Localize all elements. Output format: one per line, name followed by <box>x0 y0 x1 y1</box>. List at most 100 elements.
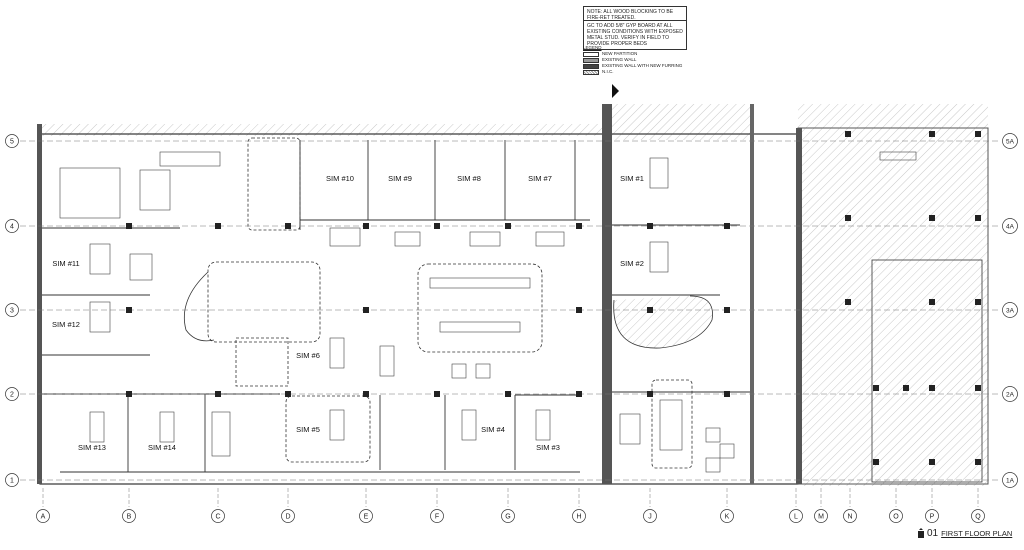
grid-bubble-col <box>720 509 734 523</box>
furniture <box>59 151 917 457</box>
grid-label-row: 2 <box>10 392 14 399</box>
grid-bubble-col <box>843 509 857 523</box>
structural-column <box>215 223 221 229</box>
room-label: SIM #10 <box>326 174 354 183</box>
grid-bubble-col <box>789 509 803 523</box>
grid-bubble-row-right <box>1002 302 1018 318</box>
grid-bubble-col <box>572 509 586 523</box>
legend-item: EXISTING WALL <box>583 57 682 63</box>
grid-label-row: 1 <box>10 478 14 485</box>
room-label: SIM #2 <box>620 259 644 268</box>
wall-seg-1 <box>750 104 754 484</box>
legend-item: NEW PARTITION <box>583 51 682 57</box>
room-label: SIM #14 <box>148 443 176 452</box>
room-label: SIM #8 <box>457 174 481 183</box>
room-label: SIM #11 <box>52 259 79 268</box>
legend: LEGEND NEW PARTITION EXISTING WALL EXIST… <box>583 45 682 75</box>
drawing-title: FIRST FLOOR PLAN <box>941 529 1013 538</box>
grid-label-col: A <box>41 514 46 521</box>
legend-item: EXISTING WALL WITH NEW FURRING <box>583 63 682 69</box>
core-wall <box>602 104 612 484</box>
room-label: SIM #13 <box>78 443 106 452</box>
dashed-enclosures <box>207 137 693 469</box>
structural-column <box>975 215 981 221</box>
grid-bubble-col <box>971 509 985 523</box>
grid-bubble-col <box>281 509 295 523</box>
wall-seg-2 <box>796 128 802 484</box>
note-fire-retardant: NOTE: ALL WOOD BLOCKING TO BE FIRE-RET T… <box>583 6 687 24</box>
room-label: SIM #5 <box>296 425 320 434</box>
note-2-text: GC TO ADD 5/8" GYP BOARD AT ALL EXISTING… <box>587 23 683 47</box>
grid-label-col: K <box>725 514 730 521</box>
legend-label: N.I.C. <box>602 69 614 74</box>
note-1-text: NOTE: ALL WOOD BLOCKING TO BE FIRE-RET T… <box>587 9 674 21</box>
structural-column <box>126 307 132 313</box>
structural-column <box>434 391 440 397</box>
grid-label-col: J <box>648 514 652 521</box>
right-bldg-outline <box>797 127 989 485</box>
room-label: SIM #4 <box>481 425 505 434</box>
structural-column <box>363 307 369 313</box>
structural-column <box>873 385 879 391</box>
grid-bubble-col <box>36 509 50 523</box>
structural-column <box>647 223 653 229</box>
room-label: SIM #7 <box>528 174 552 183</box>
room-label: SIM #3 <box>536 443 560 452</box>
grid-bubble-row-right <box>1002 386 1018 402</box>
grid-bubble-col <box>359 509 373 523</box>
structural-column <box>845 131 851 137</box>
structural-column <box>647 307 653 313</box>
room-label: SIM #9 <box>388 174 412 183</box>
grid-bubble-row <box>5 473 19 487</box>
grid-bubble-col <box>501 509 515 523</box>
structural-column <box>975 459 981 465</box>
grid-label-row-right: 4A <box>1006 224 1015 231</box>
grid-bubble-row-right <box>1002 218 1018 234</box>
structural-column <box>576 307 582 313</box>
grid-bubble-col <box>889 509 903 523</box>
structural-column <box>505 223 511 229</box>
structural-column <box>975 299 981 305</box>
grid-label-col: L <box>794 514 798 521</box>
structural-column <box>363 391 369 397</box>
grid-label-col: N <box>847 514 852 521</box>
grid-bubble-col <box>122 509 136 523</box>
lobby-curve-left <box>183 271 215 342</box>
structural-column <box>929 131 935 137</box>
exterior-strip-top <box>42 124 602 136</box>
north-arrow-icon <box>612 84 619 98</box>
lobby-curve-right <box>613 295 713 349</box>
room-label: SIM #12 <box>52 320 80 329</box>
structural-column <box>285 391 291 397</box>
structural-column <box>845 299 851 305</box>
grid-label-col: M <box>818 514 824 521</box>
grid-bubble-col <box>211 509 225 523</box>
note-gyp-board: GC TO ADD 5/8" GYP BOARD AT ALL EXISTING… <box>583 20 687 50</box>
structural-column <box>126 223 132 229</box>
structural-column <box>215 391 221 397</box>
grid-bubble-row <box>5 303 19 317</box>
structural-column <box>285 223 291 229</box>
grid-label-col: H <box>576 514 581 521</box>
room-label: SIM #1 <box>620 174 644 183</box>
grid-bubble-col <box>643 509 657 523</box>
structural-column <box>647 391 653 397</box>
grid-bubble-row <box>5 219 19 233</box>
grid-bubble-row-right <box>1002 472 1018 488</box>
grid-label-col: O <box>893 514 899 521</box>
structural-column <box>363 223 369 229</box>
grid-label-row: 3 <box>10 308 14 315</box>
legend-item: N.I.C. <box>583 69 682 75</box>
drawing-title-icon <box>918 528 924 538</box>
structural-column <box>724 223 730 229</box>
structural-column <box>724 307 730 313</box>
nic-area <box>798 104 988 486</box>
partitions <box>42 140 750 473</box>
structural-column <box>903 385 909 391</box>
grid-label-col: F <box>435 514 439 521</box>
legend-label: EXISTING WALL WITH NEW FURRING <box>602 63 683 68</box>
structural-column <box>126 391 132 397</box>
